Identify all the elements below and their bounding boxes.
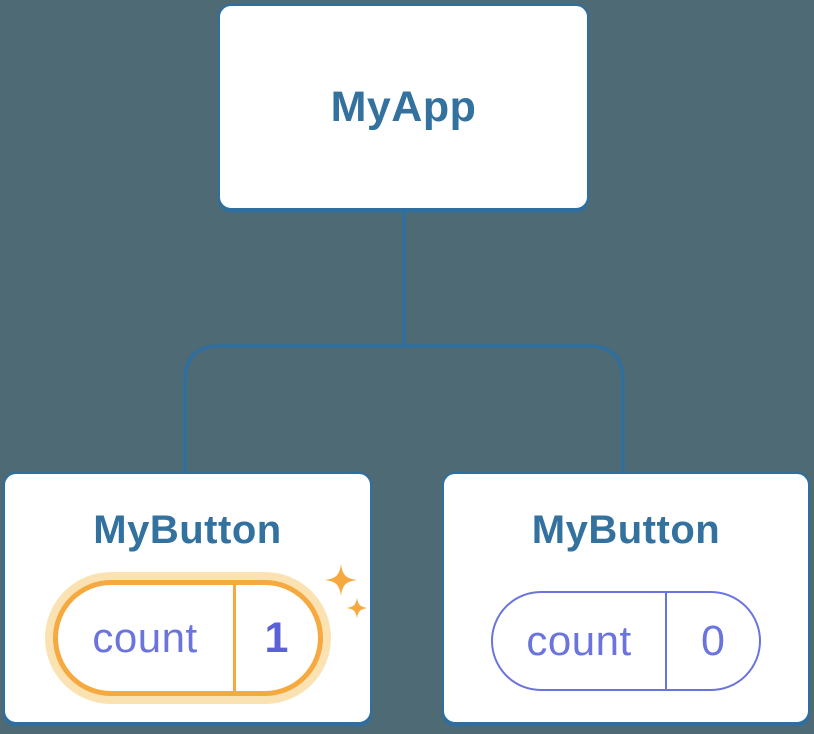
state-value: 0 <box>701 616 725 665</box>
component-card-root: MyApp <box>218 4 589 210</box>
component-card-child-plain: MyButton count 0 <box>442 472 810 724</box>
pill-divider <box>665 593 667 689</box>
sparkles-icon <box>325 564 368 619</box>
state-pill-highlighted: count 1 <box>52 580 323 696</box>
component-label: MyApp <box>330 82 477 131</box>
component-label: MyButton <box>531 508 721 552</box>
pill-divider <box>232 585 236 691</box>
state-pill-plain: count 0 <box>491 591 761 691</box>
state-value: 1 <box>264 613 289 662</box>
component-label: MyButton <box>93 508 282 552</box>
component-card-child-highlighted: MyButton count 1 <box>3 472 372 724</box>
state-key-label: count <box>526 617 632 664</box>
state-key-label: count <box>92 614 198 661</box>
